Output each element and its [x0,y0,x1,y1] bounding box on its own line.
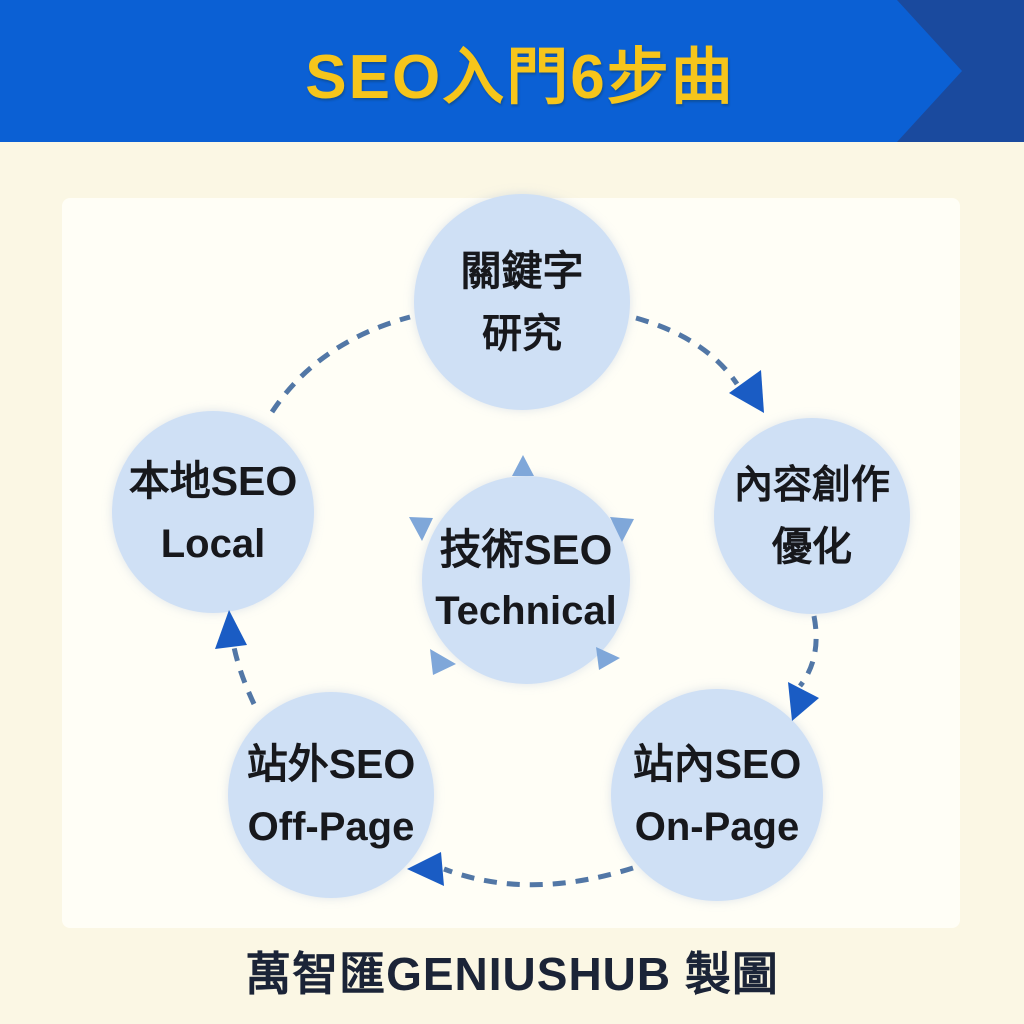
page-title: SEO入門6步曲 [305,43,735,112]
node-offpage-seo-label-zh: 站外SEO [246,740,416,787]
node-onpage-seo-label-zh: 站內SEO [632,740,802,787]
node-keyword-research-label-sub: 研究 [482,311,562,356]
node-local-seo-label-en: Local [160,521,266,566]
node-offpage-seo: 站外SEO Off-Page [228,692,434,898]
header-banner: SEO入門6步曲 [0,0,1024,142]
footer-credit: 萬智匯GENIUSHUB 製圖 [245,948,779,1000]
node-content-creation-label-zh: 內容創作 [733,463,890,507]
node-keyword-research-label-zh: 關鍵字 [460,247,584,294]
node-onpage-seo-label-en: On-Page [634,804,800,849]
node-onpage-seo: 站內SEO On-Page [611,689,823,901]
node-keyword-research: 關鍵字 研究 [414,194,630,410]
node-technical-seo-center: 技術SEO Technical [422,476,630,684]
node-technical-seo-label-zh: 技術SEO [439,526,613,573]
node-content-creation: 內容創作 優化 [714,418,910,614]
banner-arrow-ribbon-icon [0,0,962,142]
node-offpage-seo-label-en: Off-Page [247,804,415,849]
node-local-seo: 本地SEO Local [112,411,314,613]
node-local-seo-label-zh: 本地SEO [128,457,298,504]
node-technical-seo-label-en: Technical [435,589,617,633]
banner-ribbon-graphic [0,0,1024,142]
node-content-creation-label-sub: 優化 [772,524,852,569]
